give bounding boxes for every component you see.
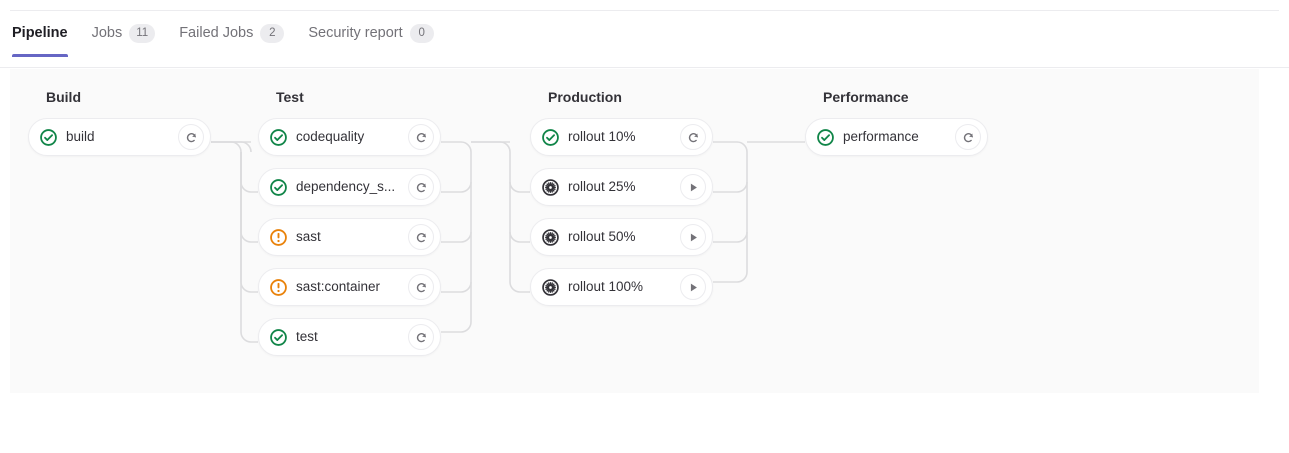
stage-job-list: rollout 10% rollout 25% rollout 50% rollout… — [530, 118, 730, 306]
status-success-icon — [270, 128, 287, 146]
stage-job-list: codequality dependency_s...sast sast:conta… — [258, 118, 458, 356]
status-success-icon — [270, 178, 287, 196]
status-manual-icon — [542, 228, 559, 246]
status-warning-icon — [270, 278, 287, 296]
job-retry-button[interactable] — [408, 124, 434, 150]
play-icon — [687, 231, 700, 244]
status-warning-icon — [270, 228, 287, 246]
play-icon — [687, 281, 700, 294]
job-play-button[interactable] — [680, 174, 706, 200]
job-name-label: rollout 25% — [568, 179, 636, 194]
job-name-label: dependency_s... — [296, 179, 396, 194]
retry-icon — [962, 131, 975, 144]
job-name-label: test — [296, 329, 318, 344]
pipeline-stage-test: Test codequality dependency_s...sast sast:… — [258, 69, 458, 368]
status-success-icon — [542, 128, 559, 146]
tab-label: Pipeline — [12, 25, 68, 41]
pipeline-stage-build: Build build — [28, 69, 228, 168]
pipeline-tab-bar: Pipeline Jobs 11 Failed Jobs 2 Security repor… — [0, 24, 1289, 68]
pipeline-job-card[interactable]: performance — [805, 118, 988, 156]
stage-title: Build — [46, 89, 81, 105]
job-retry-button[interactable] — [408, 174, 434, 200]
retry-icon — [687, 131, 700, 144]
job-retry-button[interactable] — [955, 124, 981, 150]
pipeline-job-card[interactable]: sast:container — [258, 268, 441, 306]
pipeline-graph: Build build Test codequality dependency_s… — [10, 69, 1259, 393]
stage-title: Production — [548, 89, 622, 105]
tab-pipeline[interactable]: Pipeline — [12, 24, 80, 57]
pipeline-job-card[interactable]: build — [28, 118, 211, 156]
tab-security-report[interactable]: Security report 0 — [296, 24, 445, 56]
job-play-button[interactable] — [680, 274, 706, 300]
job-name-label: rollout 50% — [568, 229, 636, 244]
retry-icon — [415, 231, 428, 244]
job-name-label: rollout 10% — [568, 129, 636, 144]
job-retry-button[interactable] — [178, 124, 204, 150]
tab-failed-jobs[interactable]: Failed Jobs 2 — [167, 24, 296, 56]
job-name-label: build — [66, 129, 95, 144]
job-retry-button[interactable] — [408, 274, 434, 300]
tab-count-badge: 0 — [409, 24, 434, 43]
pipeline-job-card[interactable]: rollout 25% — [530, 168, 713, 206]
job-retry-button[interactable] — [680, 124, 706, 150]
status-success-icon — [817, 128, 834, 146]
tab-label: Security report — [308, 25, 403, 41]
stage-job-list: performance — [805, 118, 1005, 156]
job-retry-button[interactable] — [408, 224, 434, 250]
status-manual-icon — [542, 278, 559, 296]
status-success-icon — [270, 328, 287, 346]
stage-title: Performance — [823, 89, 909, 105]
job-name-label: sast — [296, 229, 321, 244]
status-success-icon — [40, 128, 57, 146]
job-play-button[interactable] — [680, 224, 706, 250]
tab-label: Failed Jobs — [179, 25, 254, 41]
play-icon — [687, 181, 700, 194]
pipeline-graph-canvas: Build build Test codequality dependency_s… — [10, 69, 1259, 393]
retry-icon — [185, 131, 198, 144]
retry-icon — [415, 131, 428, 144]
job-name-label: sast:container — [296, 279, 381, 294]
pipeline-job-card[interactable]: dependency_s... — [258, 168, 441, 206]
pipeline-job-card[interactable]: codequality — [258, 118, 441, 156]
pipeline-stage-production: Production rollout 10%rollout 25%rollout… — [530, 69, 730, 318]
tab-jobs[interactable]: Jobs 11 — [80, 24, 168, 56]
job-name-label: rollout 100% — [568, 279, 644, 294]
tab-count-badge: 11 — [129, 24, 156, 43]
tab-count-badge: 2 — [260, 24, 285, 43]
job-name-label: codequality — [296, 129, 365, 144]
pipeline-job-card[interactable]: rollout 10% — [530, 118, 713, 156]
retry-icon — [415, 281, 428, 294]
status-manual-icon — [542, 178, 559, 196]
pipeline-job-card[interactable]: rollout 100% — [530, 268, 713, 306]
tab-label: Jobs — [91, 25, 123, 41]
stage-title: Test — [276, 89, 304, 105]
pipeline-job-card[interactable]: sast — [258, 218, 441, 256]
pipeline-stage-performance: Performance performance — [805, 69, 1005, 168]
active-tab-indicator — [12, 54, 68, 57]
retry-icon — [415, 181, 428, 194]
pipeline-job-card[interactable]: rollout 50% — [530, 218, 713, 256]
page-top-divider — [10, 10, 1279, 11]
job-name-label: performance — [843, 129, 919, 144]
retry-icon — [415, 331, 428, 344]
pipeline-job-card[interactable]: test — [258, 318, 441, 356]
job-retry-button[interactable] — [408, 324, 434, 350]
stage-job-list: build — [28, 118, 228, 156]
